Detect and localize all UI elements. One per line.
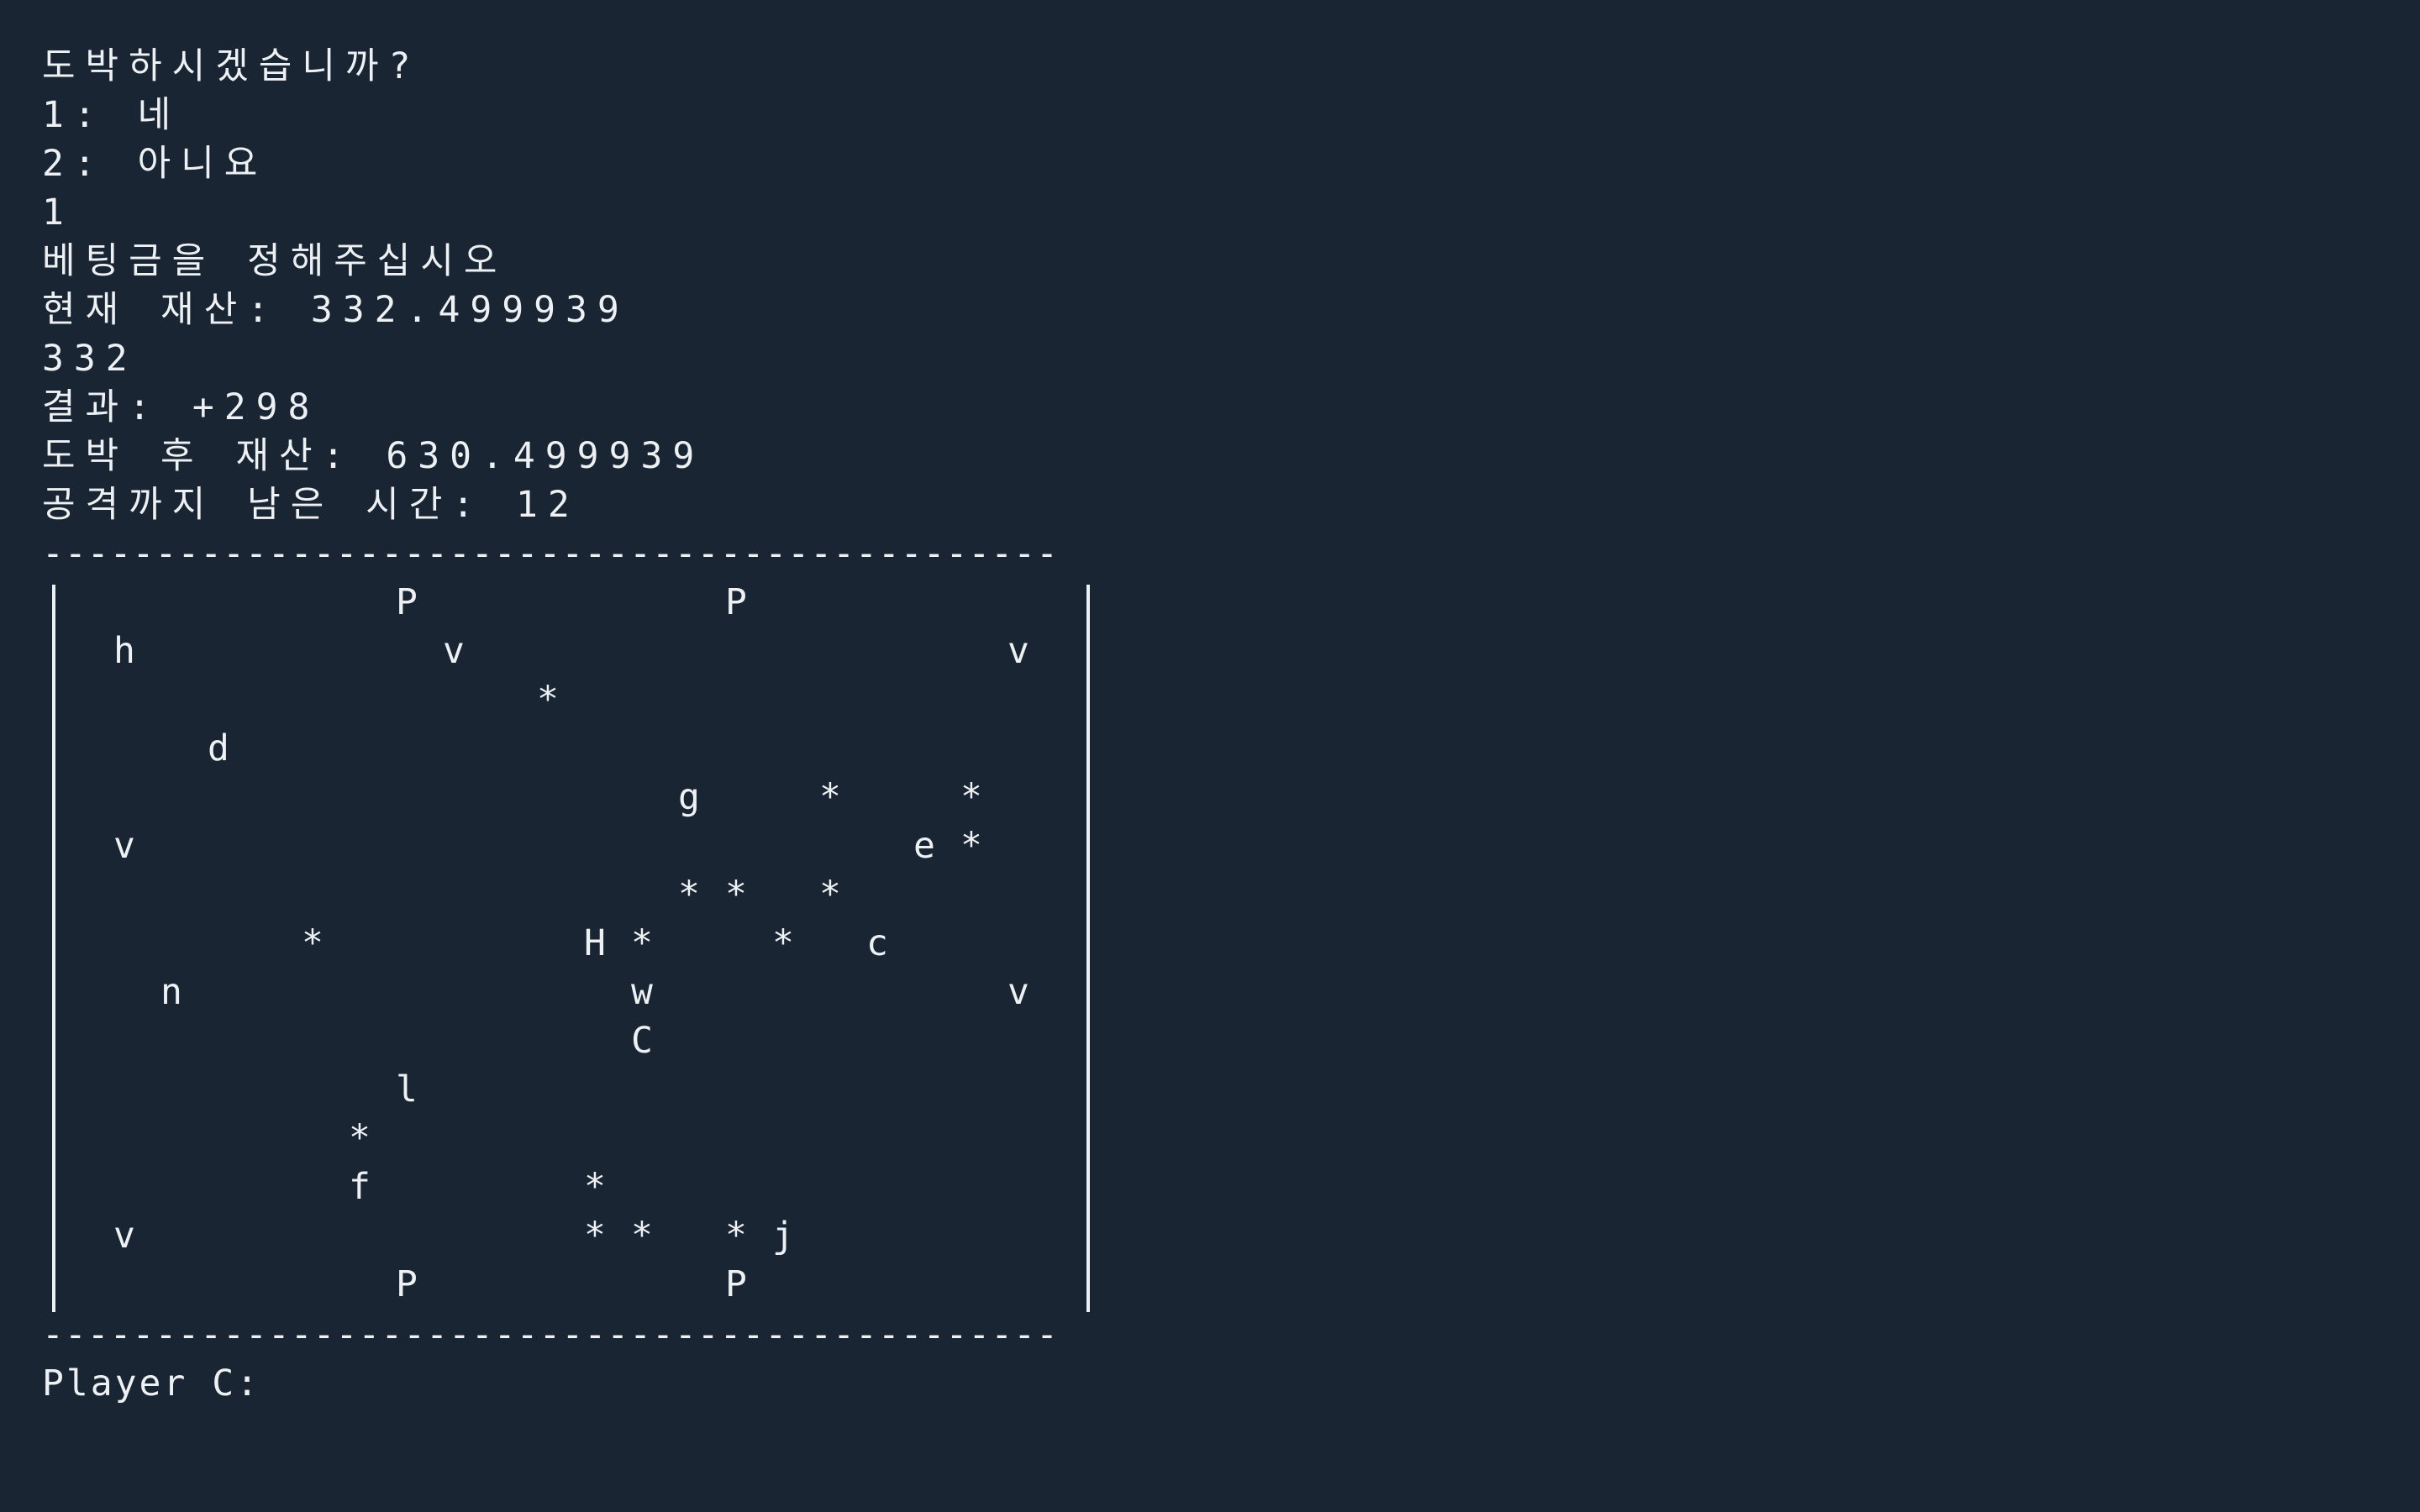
board-cell-7-11: H xyxy=(584,922,606,964)
board-left-border xyxy=(52,585,55,1312)
board-cell-8-20: v xyxy=(1007,971,1029,1013)
board-cell-14-7: P xyxy=(396,1263,418,1305)
board-cell-9-12: C xyxy=(631,1020,653,1062)
board-cell-0-14: P xyxy=(725,581,747,623)
current-assets: 현재 재산: 332.499939 xyxy=(42,289,629,331)
board-bottom-border: ----------------------------------------… xyxy=(42,1314,1059,1356)
option-no: 2: 아니요 xyxy=(42,143,268,185)
assets-after-gamble: 도박 후 재산: 630.499939 xyxy=(42,435,705,477)
board-cell-11-6: * xyxy=(349,1117,371,1159)
board-cell-5-18: e xyxy=(913,825,935,867)
bet-prompt: 베팅금을 정해주십시오 xyxy=(42,240,508,282)
board-cell-5-1: v xyxy=(113,825,135,867)
board-cell-8-2: n xyxy=(160,971,182,1013)
user-input-bet: 332 xyxy=(42,338,138,380)
board-cell-6-16: * xyxy=(819,874,841,916)
board-cell-7-12: * xyxy=(631,922,653,964)
board-cell-2-10: * xyxy=(537,679,559,721)
board-cell-12-11: * xyxy=(584,1166,606,1208)
board-top-border: ----------------------------------------… xyxy=(42,533,1059,575)
gamble-result: 결과: +298 xyxy=(42,386,320,428)
board-cell-13-1: v xyxy=(113,1215,135,1257)
board-cell-0-7: P xyxy=(396,581,418,623)
board-cell-8-12: w xyxy=(631,971,653,1013)
board-cell-13-11: * xyxy=(584,1215,606,1257)
board-cell-1-1: h xyxy=(113,630,135,672)
board-cell-4-19: * xyxy=(960,776,982,818)
board-cell-1-20: v xyxy=(1007,630,1029,672)
board-cell-3-3: d xyxy=(208,727,229,769)
attack-countdown: 공격까지 남은 시간: 12 xyxy=(42,484,580,526)
user-input-choice: 1 xyxy=(42,192,74,234)
player-prompt[interactable]: Player C: xyxy=(42,1362,260,1404)
gamble-question: 도박하시겠습니까? xyxy=(42,45,421,87)
board-cell-7-17: c xyxy=(866,922,888,964)
board-cell-5-19: * xyxy=(960,825,982,867)
board-cell-13-14: * xyxy=(725,1215,747,1257)
board-cell-4-16: * xyxy=(819,776,841,818)
board-cell-6-14: * xyxy=(725,874,747,916)
board-cell-4-13: g xyxy=(678,776,700,818)
board-cell-7-15: * xyxy=(772,922,794,964)
board-cell-13-12: * xyxy=(631,1215,653,1257)
board-cell-13-15: j xyxy=(772,1215,794,1257)
board-cell-7-5: * xyxy=(302,922,324,964)
board-cell-10-7: l xyxy=(396,1068,418,1110)
option-yes: 1: 네 xyxy=(42,94,182,136)
board-cell-1-8: v xyxy=(443,630,465,672)
board-cell-6-13: * xyxy=(678,874,700,916)
board-cell-14-14: P xyxy=(725,1263,747,1305)
board-right-border xyxy=(1086,585,1090,1312)
board-cell-12-6: f xyxy=(349,1166,371,1208)
